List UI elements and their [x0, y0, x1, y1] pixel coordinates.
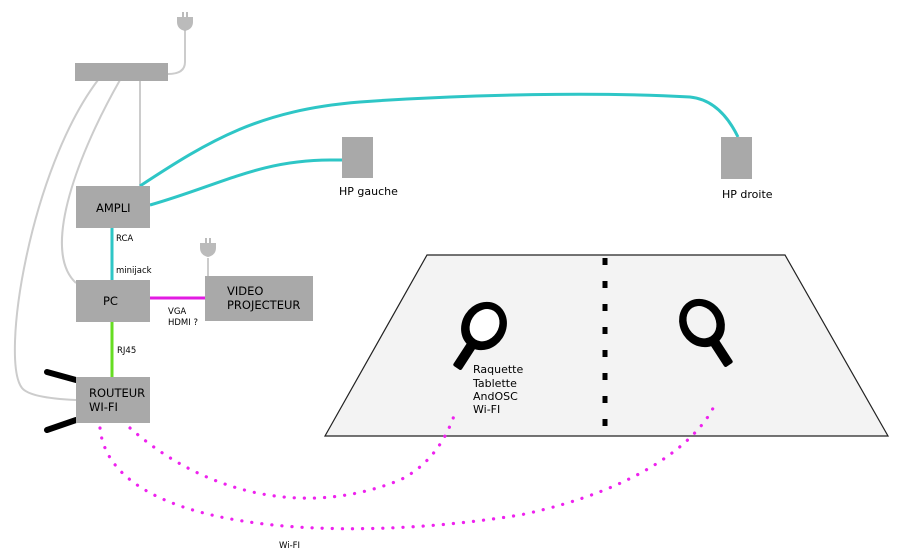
hdmi-label: HDMI ?	[168, 318, 198, 328]
speaker-right-box	[721, 137, 752, 179]
power-cables	[13, 30, 209, 401]
audio-cables	[110, 92, 740, 280]
power-plug-icon	[200, 238, 216, 257]
ampli-box	[76, 186, 150, 228]
paddle-label-line2: Tablette	[472, 377, 517, 390]
ampli-label: AMPLI	[96, 201, 131, 215]
minijack-label: minijack	[116, 266, 152, 276]
pc-label: PC	[103, 294, 118, 308]
paddle-label-line1: Raquette	[473, 363, 523, 376]
antenna-icon	[44, 369, 79, 383]
paddle-label-line4: Wi-FI	[473, 403, 500, 416]
rj45-label: RJ45	[117, 346, 136, 356]
router-label-line2: WI-FI	[89, 400, 118, 414]
router-label-line1: ROUTEUR	[89, 386, 145, 400]
power-cable-router	[13, 79, 99, 401]
speaker-left-box	[342, 137, 373, 178]
ping-pong-paddle-icon	[453, 301, 507, 370]
ping-pong-table	[323, 254, 890, 437]
projector-label-line2: PROJECTEUR	[227, 298, 300, 312]
cable-ampli-hp-gauche	[149, 158, 342, 207]
speaker-left-label: HP gauche	[339, 185, 398, 198]
pc-box	[76, 280, 150, 322]
power-cable-wall	[167, 30, 186, 75]
power-plug-icon	[177, 12, 193, 31]
wifi-label: Wi-FI	[279, 541, 300, 551]
paddle-label-line3: AndOSC	[473, 390, 518, 403]
projector-label-line1: VIDEO	[227, 284, 263, 298]
antenna-icon	[44, 417, 79, 433]
table-surface	[323, 254, 890, 437]
power-cable-pc	[61, 79, 121, 284]
ping-pong-paddle-icon	[679, 298, 733, 367]
projector-box	[205, 276, 313, 321]
speaker-right-label: HP droite	[722, 188, 773, 201]
rca-label: RCA	[116, 234, 133, 244]
vga-label: VGA	[168, 307, 186, 317]
router-box	[76, 377, 150, 423]
cable-ampli-hp-droite	[139, 92, 740, 188]
power-strip	[75, 63, 168, 81]
